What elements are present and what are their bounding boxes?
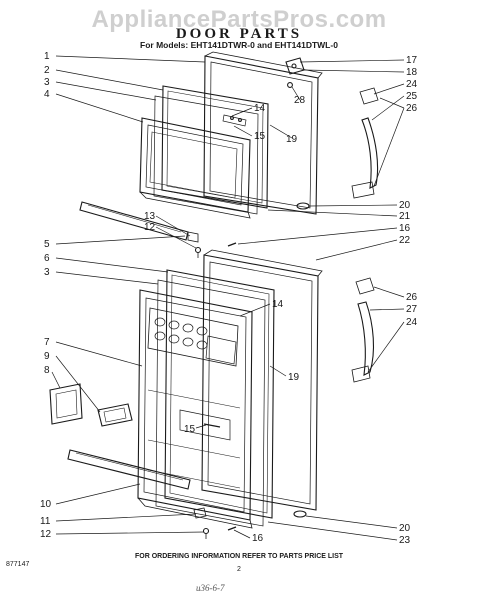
- callout-26-lower: 26: [406, 292, 418, 303]
- callout-9: 9: [44, 351, 50, 362]
- lower-outer-door-panel: [201, 254, 319, 511]
- callout-12-lower: 12: [40, 529, 52, 540]
- callout-17: 17: [406, 55, 418, 66]
- leader-lines: [51, 55, 405, 541]
- callout-2: 2: [44, 65, 50, 76]
- upper-breaker-strip: [153, 95, 259, 215]
- document-code: 877147: [6, 561, 30, 568]
- watermark: AppliancePartsPros.com: [91, 6, 387, 33]
- ordering-note: FOR ORDERING INFORMATION REFER TO PARTS …: [134, 553, 344, 560]
- hinge-plate: [285, 57, 305, 75]
- callout-20: 20: [399, 200, 411, 211]
- upper-door-handle: [361, 117, 379, 189]
- callout-23: 23: [399, 535, 411, 546]
- callout-18: 18: [406, 67, 418, 78]
- upper-shelf-bar: [79, 201, 189, 241]
- upper-door-assembly: [79, 51, 379, 258]
- callout-4: 4: [44, 89, 50, 100]
- callout-16-lower: 16: [252, 533, 264, 544]
- butter-compartment-door: [49, 383, 83, 425]
- callout-19: 19: [286, 134, 298, 145]
- callout-22: 22: [399, 235, 411, 246]
- callout-14: 14: [254, 103, 266, 114]
- callout-28: 28: [294, 95, 306, 106]
- lower-door-liner: [137, 289, 253, 521]
- callout-21: 21: [399, 211, 411, 222]
- callout-25: 25: [406, 91, 418, 102]
- callout-27: 27: [406, 304, 418, 315]
- page-title: DOOR PARTS: [175, 26, 303, 42]
- callout-10: 10: [40, 499, 52, 510]
- callout-3: 3: [44, 77, 50, 88]
- lower-door-handle: [357, 301, 374, 376]
- callout-16: 16: [399, 223, 411, 234]
- callout-14-lower: 14: [272, 299, 284, 310]
- callout-26: 26: [406, 103, 418, 114]
- callout-15: 15: [254, 131, 266, 142]
- lower-shelf-bar: [67, 449, 191, 490]
- callout-15-lower: 15: [184, 424, 196, 435]
- callout-12: 12: [144, 222, 156, 233]
- callout-labels: 1 2 3 4 17 18 24 25 26 14 15 28 19 5 13 …: [40, 51, 418, 546]
- callout-8: 8: [44, 365, 50, 376]
- callout-24: 24: [406, 79, 418, 90]
- lower-breaker-strip: [155, 279, 266, 527]
- callout-13: 13: [144, 211, 156, 222]
- upper-door-gasket: [161, 85, 269, 209]
- callout-24-lower: 24: [406, 317, 418, 328]
- callout-3-lower: 3: [44, 267, 50, 278]
- callout-6: 6: [44, 253, 50, 264]
- callout-20-lower: 20: [399, 523, 411, 534]
- callout-7: 7: [44, 337, 50, 348]
- models-line: For Models: EHT141DTWR-0 and EHT141DTWL-…: [140, 40, 338, 50]
- lower-door-assembly: [49, 249, 375, 539]
- callout-1: 1: [44, 51, 50, 62]
- upper-outer-door-panel: [203, 55, 319, 215]
- callout-11: 11: [40, 516, 51, 527]
- lower-door-gasket: [164, 269, 275, 519]
- callout-19-lower: 19: [288, 372, 300, 383]
- shelf-retainer: [97, 403, 133, 427]
- handwritten-note: u36-6-7: [196, 583, 225, 593]
- callout-5: 5: [44, 239, 50, 250]
- page-number: 2: [237, 566, 241, 573]
